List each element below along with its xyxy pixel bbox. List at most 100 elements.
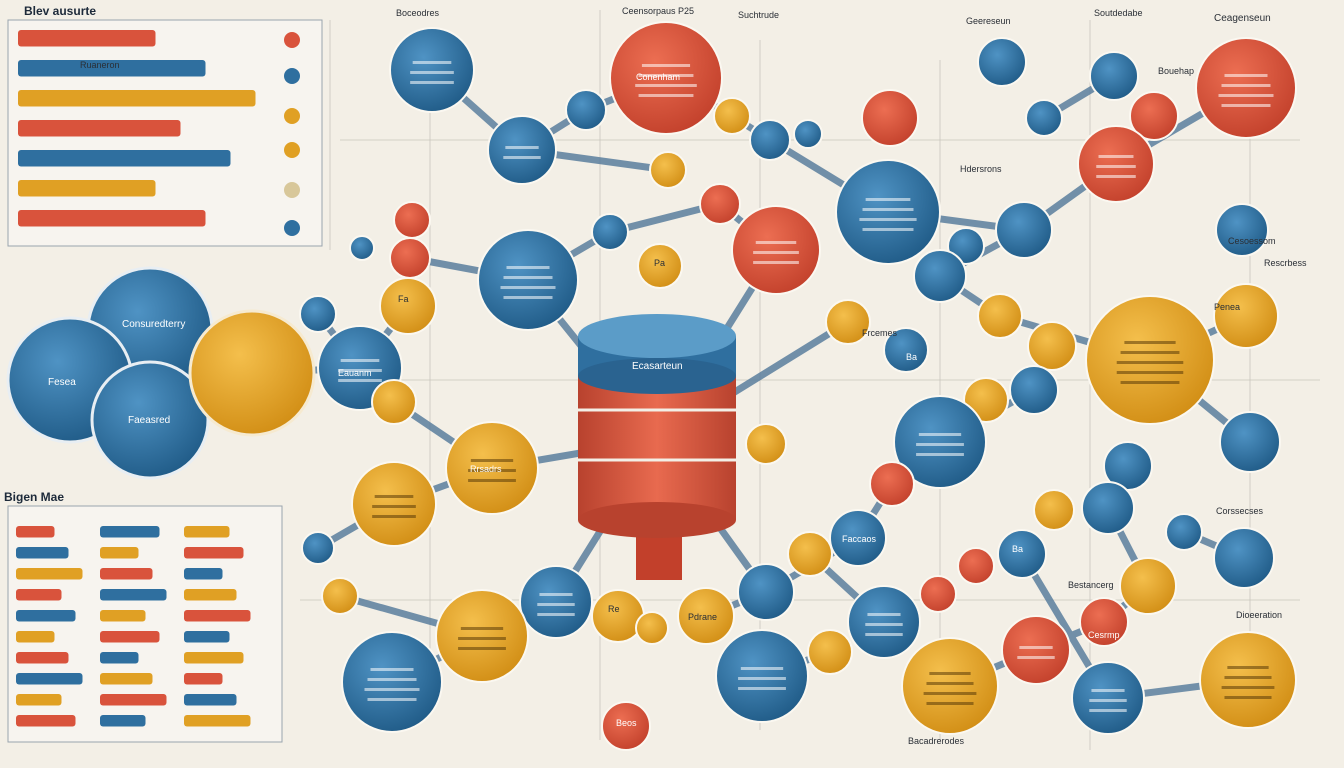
network-node — [389, 237, 431, 279]
node-text-line — [1124, 341, 1176, 344]
node-text-line — [1098, 155, 1134, 158]
node-text-line — [929, 672, 971, 675]
node-text-line — [1224, 676, 1272, 679]
network-node — [1165, 513, 1203, 551]
network-node — [519, 565, 593, 639]
node-text-line — [338, 369, 382, 372]
decorative-bar — [18, 60, 206, 77]
node-text-line — [1227, 666, 1269, 669]
network-node — [1215, 203, 1269, 257]
node-text-line — [340, 359, 380, 362]
decorative-bar — [18, 90, 256, 107]
network-node — [677, 587, 735, 645]
node-text-line — [458, 647, 506, 650]
node-text-line — [638, 74, 694, 77]
network-node — [847, 585, 921, 659]
network-node — [893, 395, 987, 489]
network-node — [1081, 481, 1135, 535]
network-node — [487, 115, 557, 185]
decorative-bar — [16, 568, 83, 580]
network-node — [1089, 51, 1139, 101]
decorative-bar — [184, 568, 223, 580]
node-text-line — [1089, 699, 1127, 702]
node-text-line — [367, 698, 417, 701]
node-text-line — [862, 228, 914, 231]
network-node — [699, 183, 741, 225]
decorative-bar — [184, 526, 230, 538]
network-node — [715, 629, 809, 723]
node-text-line — [505, 146, 539, 149]
bottom-left-bar-panel — [7, 505, 283, 743]
node-label: Pdrane — [688, 612, 718, 622]
decorative-bar — [100, 547, 139, 559]
node-label: Conenham — [636, 72, 681, 82]
decorative-bar — [100, 631, 160, 643]
node-text-line — [926, 682, 974, 685]
node-text-line — [506, 266, 550, 269]
node-text-line — [372, 515, 416, 518]
node-text-line — [468, 479, 516, 482]
node-text-line — [641, 64, 691, 67]
network-node — [371, 379, 417, 425]
node-text-line — [503, 296, 553, 299]
header-label: Soutdedabe — [1094, 8, 1143, 18]
network-node — [793, 119, 823, 149]
hub-label: Ecasarteun — [632, 361, 683, 372]
network-node — [957, 547, 995, 585]
network-node — [1195, 37, 1297, 139]
node-text-line — [865, 633, 903, 636]
network-node — [901, 637, 999, 735]
panel-knob — [284, 182, 300, 198]
decorative-bar — [16, 526, 55, 538]
node-text-line — [1224, 74, 1268, 77]
node-text-line — [1096, 175, 1136, 178]
network-node — [977, 293, 1023, 339]
panel-knob — [284, 108, 300, 124]
decorative-bar — [16, 547, 69, 559]
decorative-bar — [184, 631, 230, 643]
node-text-line — [859, 218, 917, 221]
node-text-line — [865, 198, 911, 201]
node-text-line — [470, 459, 514, 462]
header-label: Suchtrude — [738, 10, 780, 20]
network-node — [947, 227, 985, 265]
panel-knob — [284, 220, 300, 236]
node-text-line — [862, 208, 914, 211]
decorative-bar — [18, 210, 206, 227]
network-node — [1071, 661, 1145, 735]
decorative-bar — [184, 673, 223, 685]
network-node — [713, 97, 751, 135]
node-text-line — [367, 678, 417, 681]
network-node — [351, 461, 437, 547]
node-label: Rrsadrs — [470, 464, 502, 474]
network-node — [995, 201, 1053, 259]
node-text-line — [635, 84, 697, 87]
decorative-bar — [16, 715, 76, 727]
side-label: Bestancerg — [1068, 580, 1114, 590]
node-text-line — [926, 702, 974, 705]
network-node — [883, 327, 929, 373]
network-node — [1213, 283, 1279, 349]
side-label: Cesoessom — [1228, 236, 1276, 246]
network-node — [1085, 295, 1215, 425]
node-text-line — [1096, 165, 1136, 168]
network-node — [635, 611, 669, 645]
node-text-line — [1221, 84, 1271, 87]
network-node — [1009, 365, 1059, 415]
decorative-bar — [18, 150, 231, 167]
decorative-bar — [100, 526, 160, 538]
node-label: Fa — [398, 294, 409, 304]
network-node — [869, 461, 915, 507]
network-node — [807, 629, 853, 675]
network-node — [835, 159, 941, 265]
top-left-panel-title: Blev ausurte — [24, 4, 97, 18]
decorative-bar — [100, 673, 153, 685]
network-node — [825, 299, 871, 345]
network-node — [1025, 99, 1063, 137]
network-node — [919, 575, 957, 613]
node-text-line — [338, 379, 382, 382]
network-node — [913, 249, 967, 303]
network-node — [1027, 321, 1077, 371]
side-label: Bacadrerodes — [908, 736, 965, 746]
